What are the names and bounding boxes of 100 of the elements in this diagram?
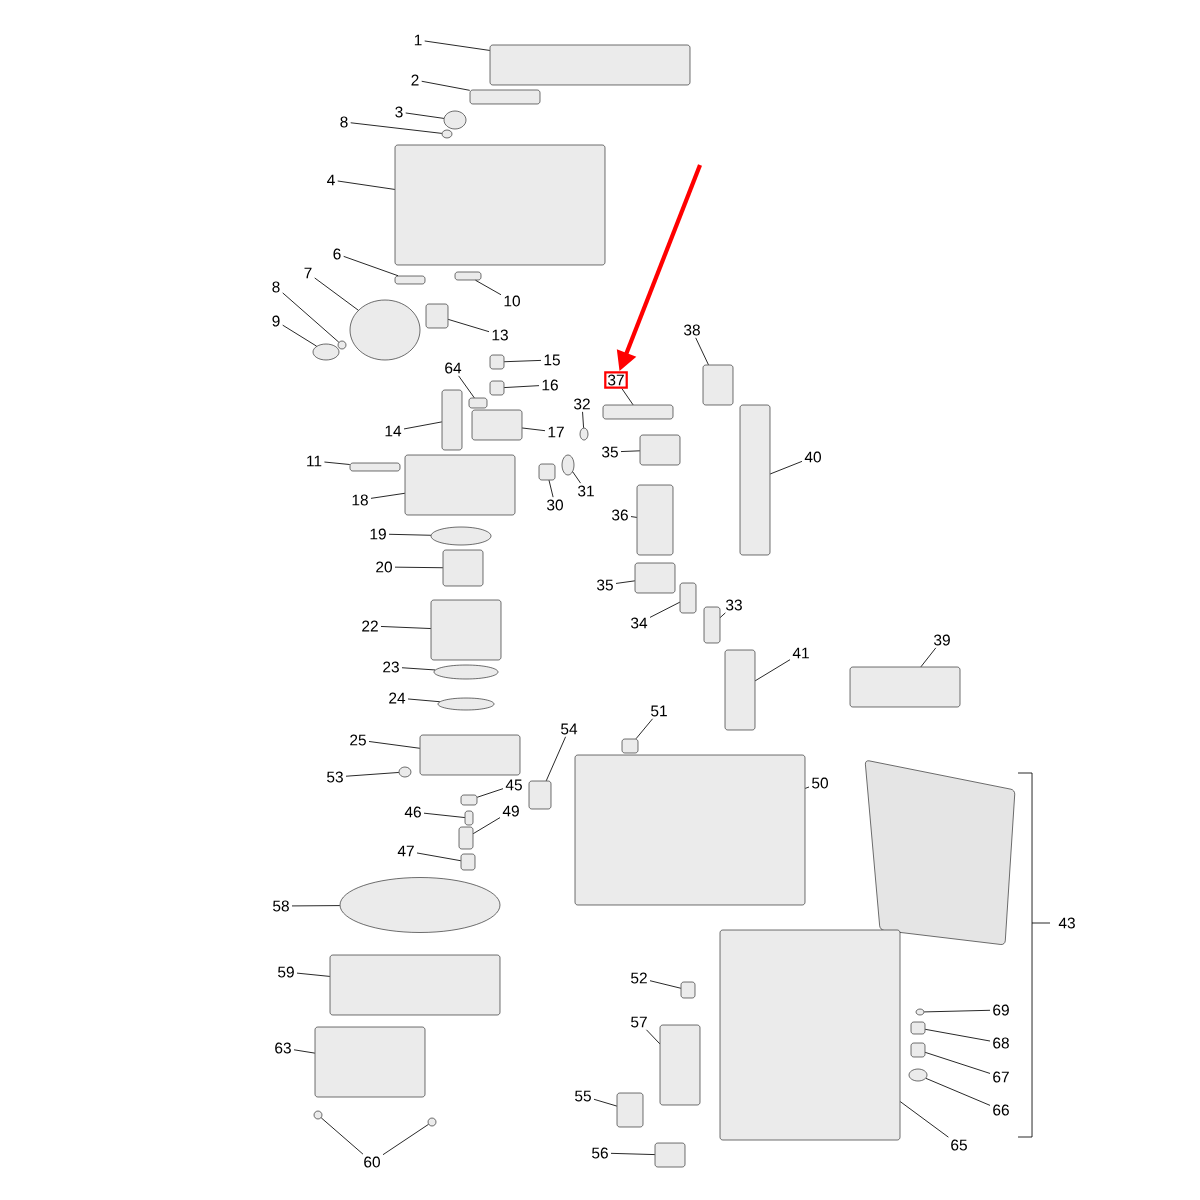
callout-number: 66 <box>993 1104 1009 1116</box>
leader-line <box>382 1123 429 1156</box>
callout-number: 7 <box>304 267 312 279</box>
callout-number: 8 <box>272 281 280 293</box>
leader-line <box>804 786 810 789</box>
part-outline <box>337 340 347 350</box>
leader-line <box>447 318 490 333</box>
leader-line <box>695 337 709 366</box>
callout-number: 19 <box>370 528 386 540</box>
leader-line <box>424 40 491 51</box>
part-outline <box>430 526 492 546</box>
callout-number: 54 <box>561 723 578 735</box>
part-outline <box>915 1008 925 1016</box>
callout-number: 1 <box>414 34 422 46</box>
callout-number: 32 <box>574 398 590 410</box>
callout-number: 8 <box>340 116 348 128</box>
callout-number: 18 <box>352 494 368 506</box>
leader-line <box>291 905 341 907</box>
leader-line <box>282 292 340 343</box>
leader-line <box>368 741 421 749</box>
part-outline <box>634 562 676 594</box>
leader-line <box>350 122 443 134</box>
callout-number: 3 <box>395 106 403 118</box>
callout-number: 46 <box>404 806 421 818</box>
leader-line <box>458 375 475 399</box>
leader-line <box>593 1098 618 1107</box>
part-outline <box>394 275 426 285</box>
callout-number: 63 <box>275 1042 291 1054</box>
callout-number: 16 <box>542 379 558 391</box>
callout-number: 13 <box>492 329 508 341</box>
leader-line <box>635 718 653 740</box>
part-outline <box>616 1092 644 1128</box>
leader-line <box>649 601 681 618</box>
leader-line <box>296 972 331 977</box>
callout-number: 34 <box>631 617 648 629</box>
callout-number: 43 <box>1058 917 1075 929</box>
leader-line <box>582 411 584 429</box>
callout-number: 50 <box>812 777 828 789</box>
leader-line <box>899 1101 949 1138</box>
part-outline <box>425 303 449 329</box>
callout-number: 52 <box>631 972 647 984</box>
callout-number: 56 <box>592 1147 608 1159</box>
part-outline <box>313 1110 323 1120</box>
part-outline <box>398 766 412 778</box>
part-outline <box>908 1068 928 1082</box>
callout-number: 37 <box>604 371 628 389</box>
part-outline <box>719 929 901 1141</box>
part-outline <box>654 1142 686 1168</box>
part-outline <box>471 409 523 441</box>
leader-line <box>572 471 581 484</box>
part-outline <box>538 463 556 481</box>
leader-line <box>423 812 466 818</box>
leader-line <box>401 667 436 671</box>
callout-number: 65 <box>951 1139 967 1151</box>
part-outline <box>910 1042 926 1058</box>
leader-line <box>503 385 540 388</box>
callout-number: 9 <box>272 315 280 327</box>
callout-number: 23 <box>383 661 399 673</box>
callout-number: 68 <box>993 1037 1009 1049</box>
leader-line <box>924 1028 991 1042</box>
part-outline <box>394 144 606 266</box>
leader-line <box>521 427 546 432</box>
callout-number: 2 <box>411 74 419 86</box>
callout-number: 36 <box>612 509 628 521</box>
part-outline <box>437 697 495 711</box>
callout-number: 11 <box>307 455 322 467</box>
callout-number: 49 <box>502 805 519 817</box>
part-outline <box>312 343 340 361</box>
callout-number: 60 <box>364 1156 380 1168</box>
leader-line <box>769 460 803 475</box>
part-outline <box>441 389 463 451</box>
part-outline <box>419 734 521 776</box>
leader-line <box>754 659 791 682</box>
leader-line <box>314 277 359 311</box>
part-outline <box>679 582 697 614</box>
part-outline <box>680 981 696 999</box>
leader-line <box>925 1077 991 1106</box>
leader-line <box>646 1029 661 1045</box>
leader-line <box>621 388 634 406</box>
part-outline <box>724 649 756 731</box>
leader-line <box>421 80 471 91</box>
leader-line <box>475 279 502 296</box>
part-outline <box>528 780 552 810</box>
part-outline <box>349 299 421 361</box>
callout-number: 53 <box>327 771 343 783</box>
part-outline <box>639 434 681 466</box>
part-outline <box>574 754 806 906</box>
part-outline <box>349 462 401 472</box>
part-outline <box>469 89 541 105</box>
leader-line <box>345 772 400 777</box>
callout-number: 35 <box>597 579 613 591</box>
leader-line <box>503 359 542 363</box>
part-outline <box>460 853 476 871</box>
leader-line <box>545 736 566 782</box>
callout-number: 15 <box>544 354 560 366</box>
callout-number: 6 <box>333 248 341 260</box>
callout-number: 55 <box>575 1090 591 1102</box>
leader-line <box>403 421 443 430</box>
callout-number: 38 <box>684 324 700 336</box>
part-outline <box>702 364 734 406</box>
